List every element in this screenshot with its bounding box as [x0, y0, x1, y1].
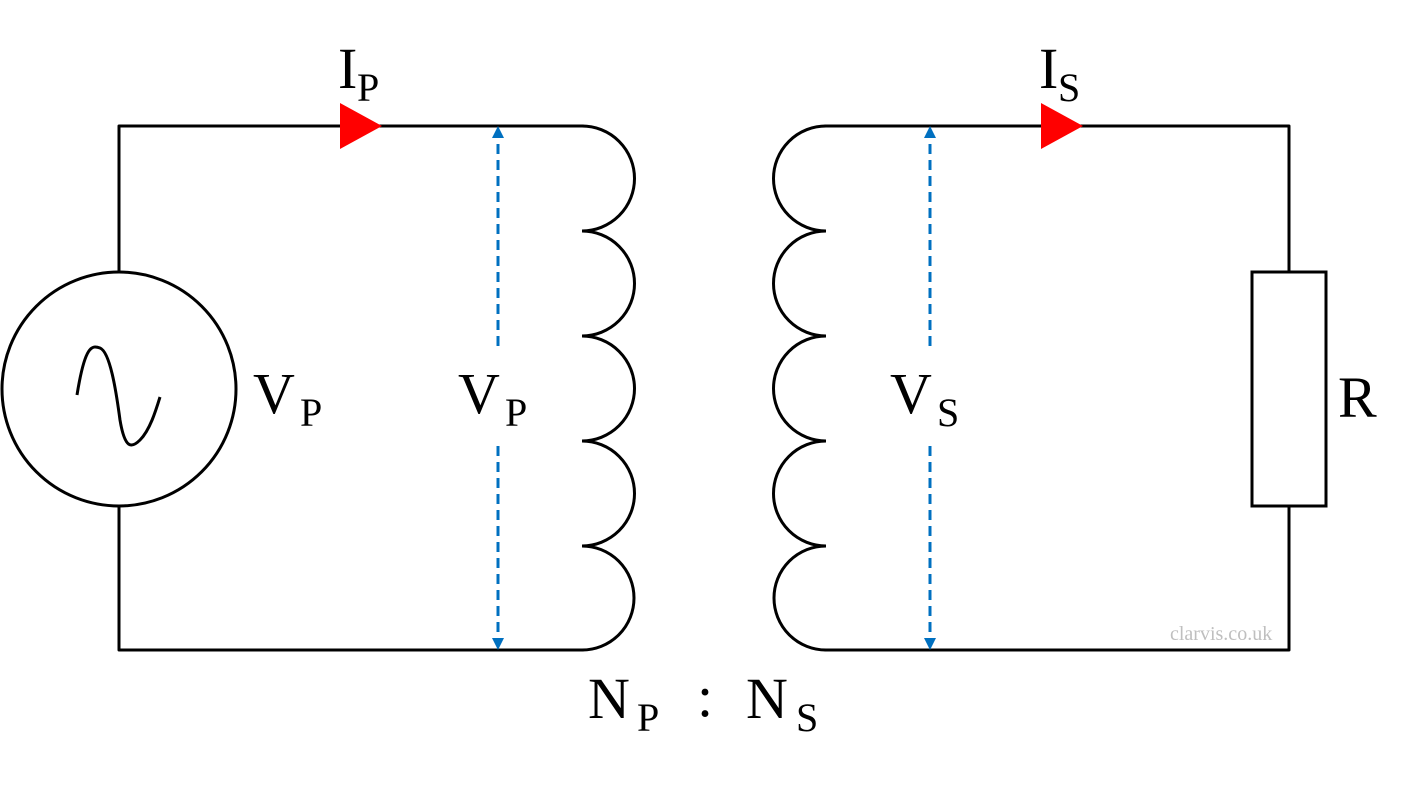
secondary-wire-top: [824, 124, 1291, 274]
secondary-current-label: I: [1039, 36, 1058, 101]
primary-current-label: I: [338, 36, 357, 101]
resistor-label: R: [1338, 365, 1377, 430]
secondary-wire-bottom: [824, 504, 1291, 652]
turns-secondary-label-subscript: S: [796, 695, 818, 740]
watermark: clarvis.co.uk: [1170, 623, 1272, 645]
sine-wave-icon: [75, 345, 162, 447]
primary-current-arrow-icon: [340, 103, 382, 149]
primary-wire-top: [117, 124, 584, 274]
turns-primary-label: N: [588, 666, 630, 731]
primary-voltage-label: V: [458, 361, 500, 426]
secondary-voltage-label-subscript: S: [937, 390, 959, 435]
secondary-current-label-subscript: S: [1058, 65, 1080, 110]
turns-separator: :: [697, 664, 713, 729]
primary-coil-icon: [581, 124, 636, 652]
primary-voltage-label-subscript: P: [505, 390, 527, 435]
ac-source-icon: [0, 270, 238, 508]
secondary-coil-icon: [772, 124, 827, 652]
primary-current-label-subscript: P: [357, 65, 379, 110]
secondary-current-arrow-icon: [1041, 103, 1083, 149]
turns-secondary-label: N: [746, 666, 788, 731]
resistor-icon: [1250, 270, 1328, 508]
primary-wire-bottom: [117, 504, 584, 652]
secondary-voltage-label: V: [890, 361, 932, 426]
source-voltage-label: V: [253, 361, 295, 426]
turns-primary-label-subscript: P: [637, 695, 659, 740]
source-voltage-label-subscript: P: [300, 390, 322, 435]
